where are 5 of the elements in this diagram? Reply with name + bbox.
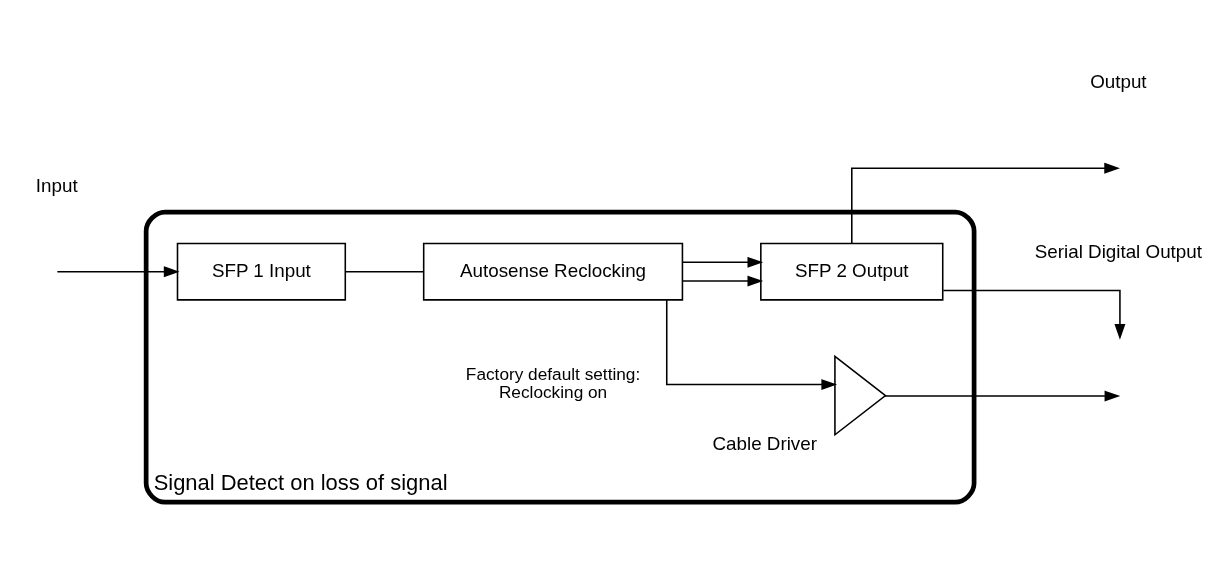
node-label: Cable Driver <box>712 432 817 454</box>
label: Output <box>1090 71 1147 93</box>
label: Serial Digital Output <box>1034 240 1202 262</box>
label: Input <box>35 174 78 196</box>
node-label: Factory default setting: Reclocking on <box>465 363 641 403</box>
